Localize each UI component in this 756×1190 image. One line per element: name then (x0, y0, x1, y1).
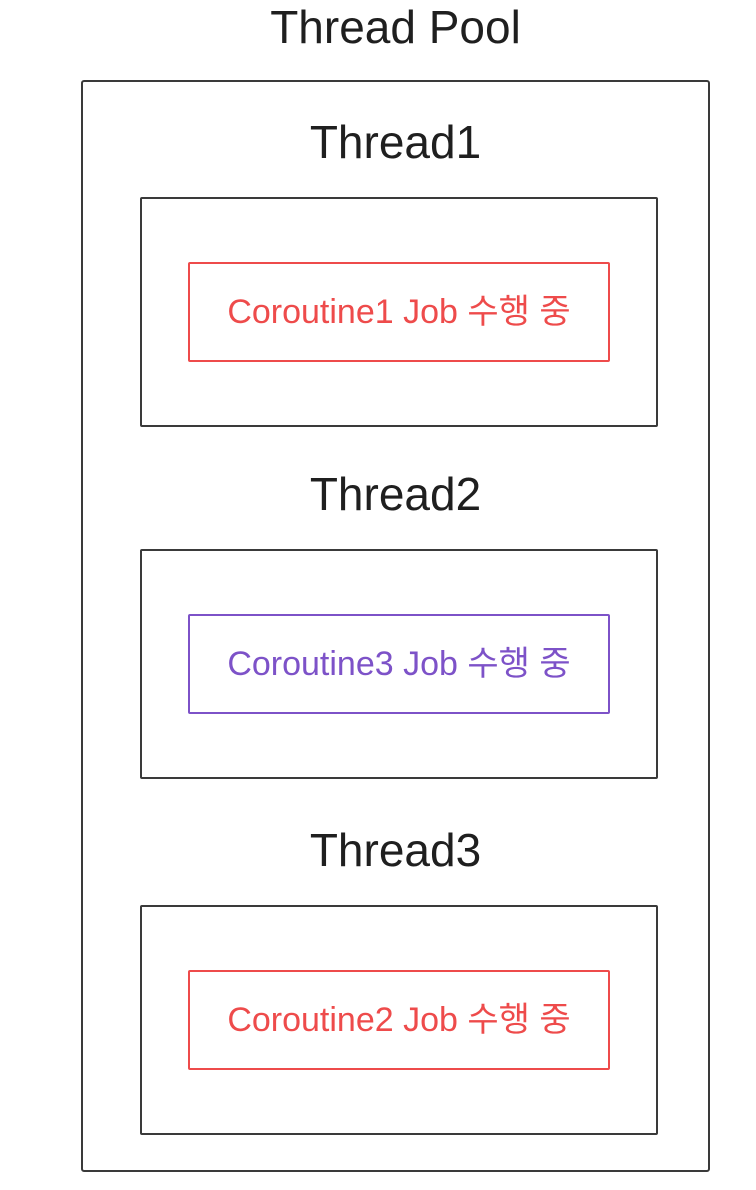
thread3-box: Coroutine2 Job 수행 중 (140, 905, 658, 1135)
thread1-box: Coroutine1 Job 수행 중 (140, 197, 658, 427)
coroutine2-job-text: Coroutine2 Job 수행 중 (227, 1001, 571, 1039)
coroutine1-job-text: Coroutine1 Job 수행 중 (227, 293, 571, 331)
thread2-box: Coroutine3 Job 수행 중 (140, 549, 658, 779)
coroutine3-job-text: Coroutine3 Job 수행 중 (227, 645, 571, 683)
thread1-label: Thread1 (309, 116, 482, 168)
thread-pool-box: Thread1 Coroutine1 Job 수행 중 Thread2 Coro… (81, 80, 710, 1172)
coroutine3-job-box: Coroutine3 Job 수행 중 (188, 614, 610, 714)
coroutine1-job-box: Coroutine1 Job 수행 중 (188, 262, 610, 362)
thread2-label: Thread2 (309, 468, 482, 520)
coroutine2-job-box: Coroutine2 Job 수행 중 (188, 970, 610, 1070)
thread3-label: Thread3 (309, 824, 482, 876)
pool-title: Thread Pool (270, 1, 521, 53)
